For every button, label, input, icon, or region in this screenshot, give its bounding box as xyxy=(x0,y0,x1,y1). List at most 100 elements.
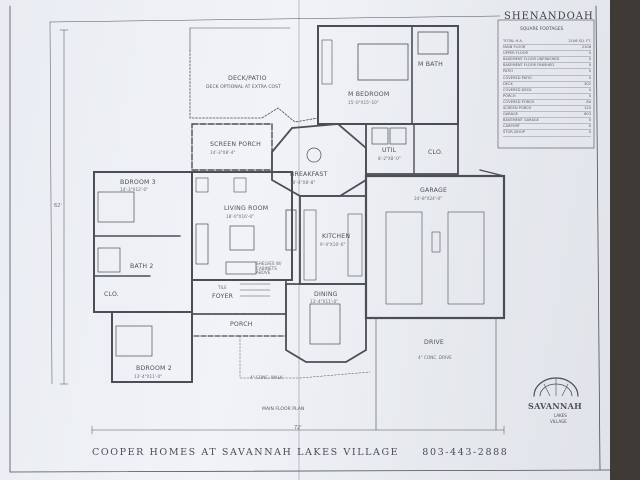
sqft-row-value: 2106 SQ. FT. xyxy=(568,39,591,43)
dining-label: DINING xyxy=(314,291,338,298)
sofa xyxy=(195,223,209,265)
sqft-row-label: SCREEN PORCH xyxy=(503,106,532,111)
sqft-row-value: 120 xyxy=(584,106,591,111)
walk-edge xyxy=(239,371,371,379)
logo-name: SAVANNAH xyxy=(528,401,582,411)
sqft-row: STOR./SHOP 0 xyxy=(503,130,591,137)
logo-sub1: LAKES xyxy=(554,413,567,418)
fireplace xyxy=(285,209,297,251)
plan-label: MAIN FLOOR PLAN xyxy=(262,407,305,412)
sqft-row-label: COVERED DECK xyxy=(503,87,532,92)
bedroom2-label: BDROOM 2 xyxy=(136,365,172,372)
sqft-row-label: PORCH xyxy=(503,93,516,98)
foyer-walls xyxy=(191,279,287,315)
kitchen-counter-left xyxy=(303,209,317,281)
kitchen-label: KITCHEN xyxy=(322,233,351,240)
sqft-row-value: 2106 xyxy=(581,45,591,50)
bedroom2-walls xyxy=(111,311,193,383)
sqft-row-label: CARPORT xyxy=(503,124,520,129)
sqft-row-label: PATIO xyxy=(503,69,514,74)
m-bedroom-dims: 15'-0"X15'-10" xyxy=(348,100,379,105)
sheet-border-bottom xyxy=(9,469,613,473)
bath2-label: BATH 2 xyxy=(130,263,154,270)
bedroom2-dims: 13'-4"X11'-0" xyxy=(134,374,163,379)
conc-drive-label: 4" CONC. DRIVE xyxy=(418,355,452,360)
m-bedroom-walls xyxy=(317,25,459,125)
sqft-row-value: 603 xyxy=(584,112,591,117)
bed2-bed xyxy=(115,325,153,357)
garage-roof-edge xyxy=(479,169,505,177)
sqft-row-label: STOR./SHOP xyxy=(503,130,526,135)
sqft-row-value: 0 xyxy=(588,87,591,92)
living-room-label: LIVING ROOM xyxy=(224,205,269,212)
deck-note: DECK OPTIONAL AT EXTRA COST xyxy=(206,85,281,90)
util-dims: 8'-2"X8'-0" xyxy=(378,156,401,161)
breakfast-table xyxy=(306,147,322,163)
sqft-row: TOTAL H.A. 2106 SQ. FT. xyxy=(503,39,591,46)
car-right xyxy=(447,211,485,305)
drive-label: DRIVE xyxy=(424,339,445,346)
sqft-row-label: DECK xyxy=(503,81,513,86)
sqft-row-label: UPPER FLOOR xyxy=(503,51,528,56)
footer-contact: COOPER HOMES AT SAVANNAH LAKES VILLAGE 8… xyxy=(92,447,509,458)
sqft-row: GARAGE 603 xyxy=(503,112,591,119)
dryer xyxy=(389,127,407,145)
breakfast-label: BREAKFAST xyxy=(290,171,328,178)
sqft-row-label: GARAGE xyxy=(503,112,519,117)
sqft-row-value: 0 xyxy=(588,118,591,123)
garage-walls xyxy=(364,174,506,320)
paper-fold-line xyxy=(298,0,300,480)
bedroom3-dims: 14'-3"X12'-0" xyxy=(120,187,149,192)
sqft-row-value: 84 xyxy=(586,99,591,104)
coffee-table xyxy=(229,225,255,251)
sqft-row-value: 0 xyxy=(588,51,591,56)
sqft-table-border xyxy=(497,19,595,149)
sqft-row: CARPORT 0 xyxy=(503,124,591,131)
sqft-row-label: TOTAL H.A. xyxy=(503,39,523,43)
shelves-note: SHELVES W/ CABINETS ABOVE xyxy=(256,261,282,276)
sqft-row-label: BASEMENT FLOOR FINISHED xyxy=(503,63,555,68)
kitchen-counter-right xyxy=(347,213,363,277)
dining-dims: 13'-4"X11'-0" xyxy=(310,299,339,304)
sqft-heading: SQUARE FOOTAGES xyxy=(520,27,564,32)
washer xyxy=(371,127,389,145)
table-surface xyxy=(610,0,640,480)
deck-label: DECK/PATIO xyxy=(228,75,267,82)
conc-walk-label: 4" CONC. WALK xyxy=(250,375,283,380)
couch-bottom xyxy=(225,261,257,275)
kitchen-dims: 9'-4"X10'-0" xyxy=(320,242,346,247)
sqft-row: SCREEN PORCH 120 xyxy=(503,106,591,113)
sqft-row-value: 0 xyxy=(588,130,591,135)
util-walls xyxy=(365,123,459,175)
sqft-row-value: 0 xyxy=(588,124,591,129)
util-label: UTIL xyxy=(382,147,397,154)
bedroom3-label: BDROOM 3 xyxy=(120,179,156,186)
porch-label: PORCH xyxy=(230,321,253,328)
clo-bed-label: CLO. xyxy=(104,291,119,298)
screen-porch-walls xyxy=(191,123,273,171)
overall-width-label: 72' xyxy=(294,425,302,431)
garage-post xyxy=(431,231,441,253)
living-room-dims: 18'-0"X16'-0" xyxy=(226,214,255,219)
sqft-row-label: MAIN FLOOR xyxy=(503,45,526,50)
sqft-row-label: BASEMENT GARAGE xyxy=(503,118,539,123)
overall-depth-label: 62' xyxy=(54,203,62,209)
breakfast-dims: 10'-4"X8'-8" xyxy=(290,180,316,185)
logo-sub2: VILLAGE xyxy=(550,419,567,424)
chair-left xyxy=(195,177,209,193)
m-bedroom-label: M BEDROOM xyxy=(348,91,390,98)
tile-label: TILE xyxy=(218,285,227,290)
sqft-row: MAIN FLOOR 2106 xyxy=(503,45,591,52)
lot-line-left xyxy=(49,21,53,385)
garage-label: GARAGE xyxy=(420,187,448,194)
sqft-row: COVERED DECK 0 xyxy=(503,88,591,94)
